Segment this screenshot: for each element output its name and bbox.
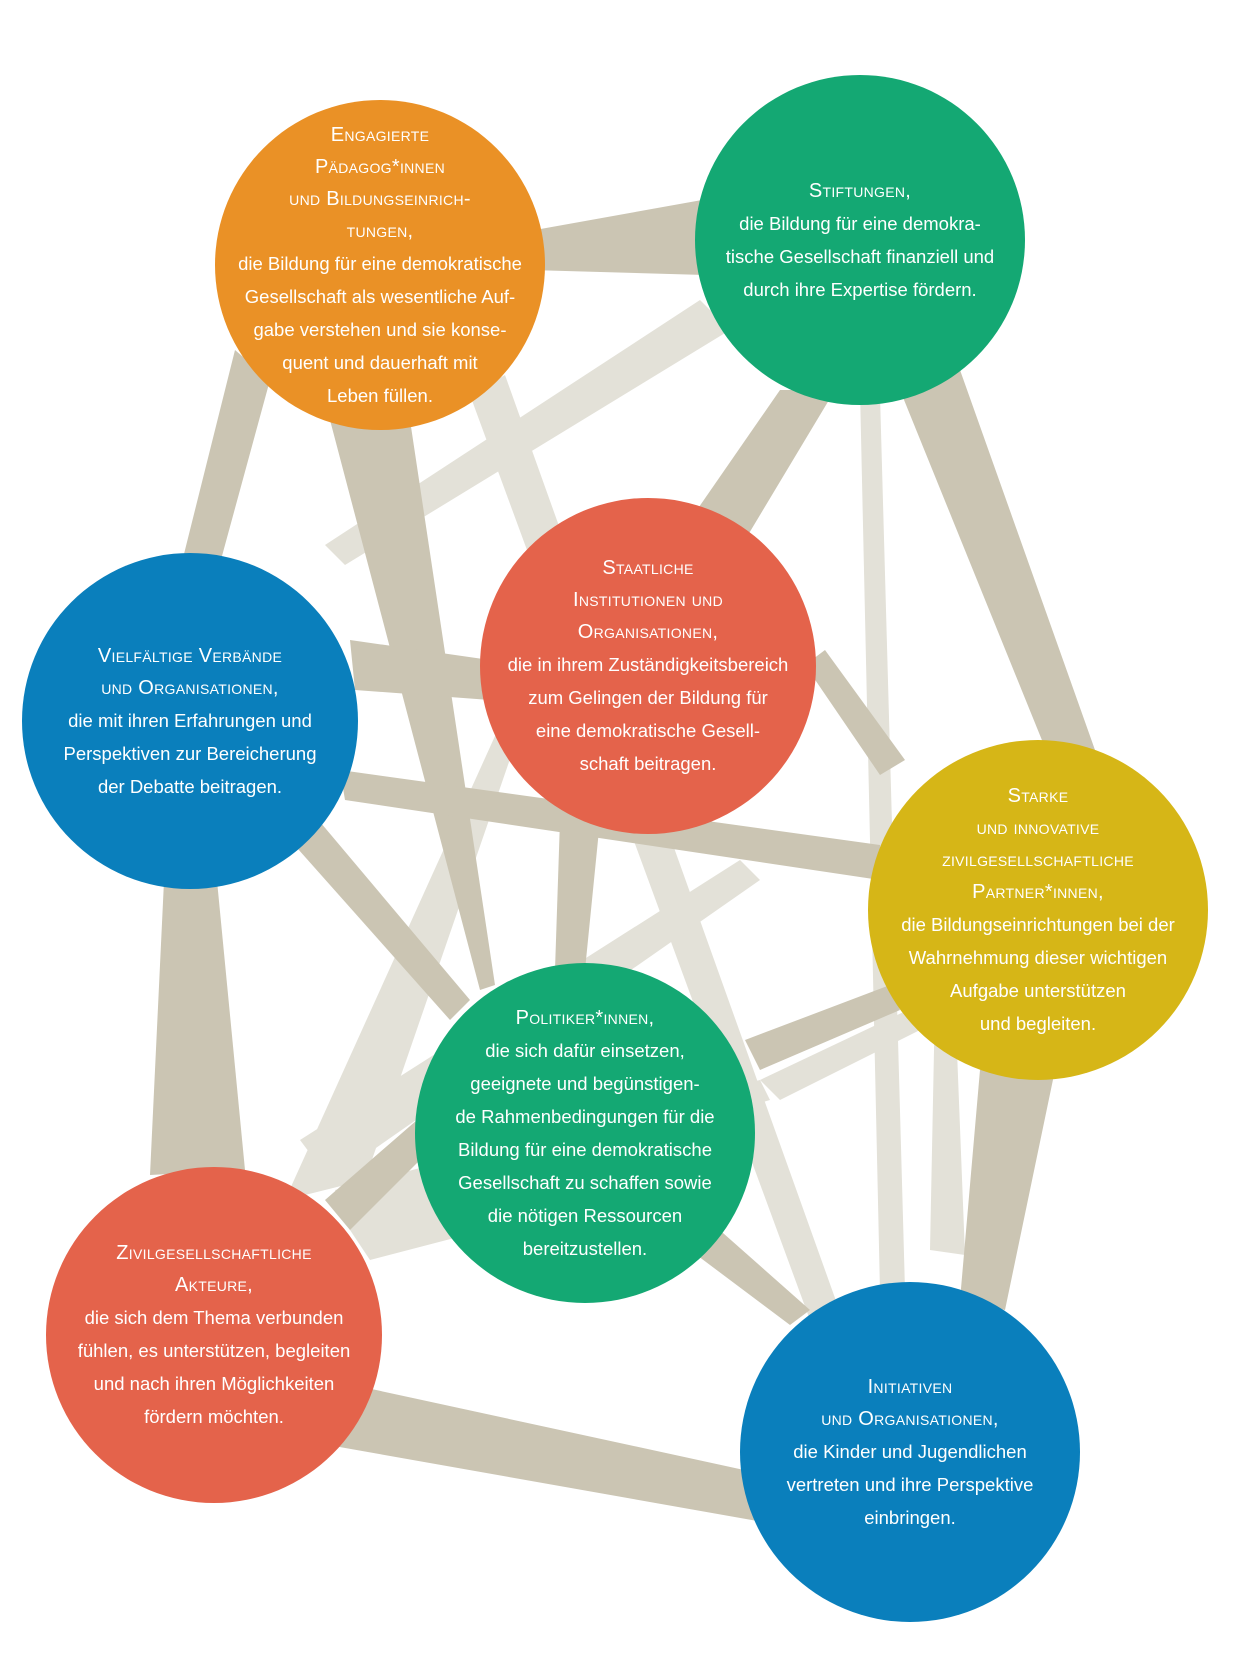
node-description: die Bildung für eine demokra- tische Ges… [725,212,995,300]
node-zivilgesellschaftliche-akteure: Zivilgesellschaftliche Akteure, die sich… [46,1167,382,1503]
connector [930,1000,965,1255]
connector [300,1380,790,1525]
connector [350,640,490,700]
node-verbaende: Vielfältige Verbände und Organisationen,… [22,553,358,889]
node-description: die in ihrem Zuständigkeitsbereich zum G… [507,654,789,774]
connector [690,390,835,540]
connector [330,420,495,990]
node-title: Initiativen und Organisationen, [821,1375,999,1430]
connector [290,810,470,1020]
connector [900,370,1095,760]
node-stiftungen: Stiftungen, die Bildung für eine demokra… [695,75,1025,405]
node-description: die Kinder und Jugendlichen vertreten un… [786,1440,1034,1528]
connector [745,985,900,1070]
node-description: die Bildungseinrichtungen bei der Wahrne… [901,914,1175,1034]
node-description: die sich dafür einsetzen, geeignete und … [455,1039,715,1259]
node-title: Vielfältige Verbände und Organisationen, [97,644,283,699]
node-politiker: Politiker*innen, die sich dafür einsetze… [415,963,755,1303]
node-title: Stiftungen, [808,179,912,202]
node-description: die sich dem Thema verbunden fühlen, es … [77,1307,351,1427]
node-paedagogen: Engagierte Pädagog*innen und Bildungsein… [215,100,545,430]
node-title: Starke und innovative zivilgesellschaftl… [942,785,1134,903]
node-title: Politiker*innen, [515,1006,655,1029]
connector [175,350,270,600]
connector [805,650,905,775]
node-starke-partner: Starke und innovative zivilgesellschaftl… [868,740,1208,1080]
node-description: die mit ihren Erfahrungen und Perspektiv… [63,709,317,797]
connector [150,860,245,1175]
node-title: Staatliche Institutionen und Organisatio… [573,557,723,643]
node-staatliche-institutionen: Staatliche Institutionen und Organisatio… [480,498,816,834]
connector [530,200,705,275]
connector [960,1070,1055,1310]
connector [325,300,730,565]
node-initiativen: Initiativen und Organisationen, die Kind… [740,1282,1080,1622]
node-title: Engagierte Pädagog*innen und Bildungsein… [289,123,471,242]
node-description: die Bildung für eine demokratische Gesel… [238,252,522,406]
connector [555,820,600,970]
node-title: Zivilgesellschaftliche Akteure, [116,1242,312,1296]
